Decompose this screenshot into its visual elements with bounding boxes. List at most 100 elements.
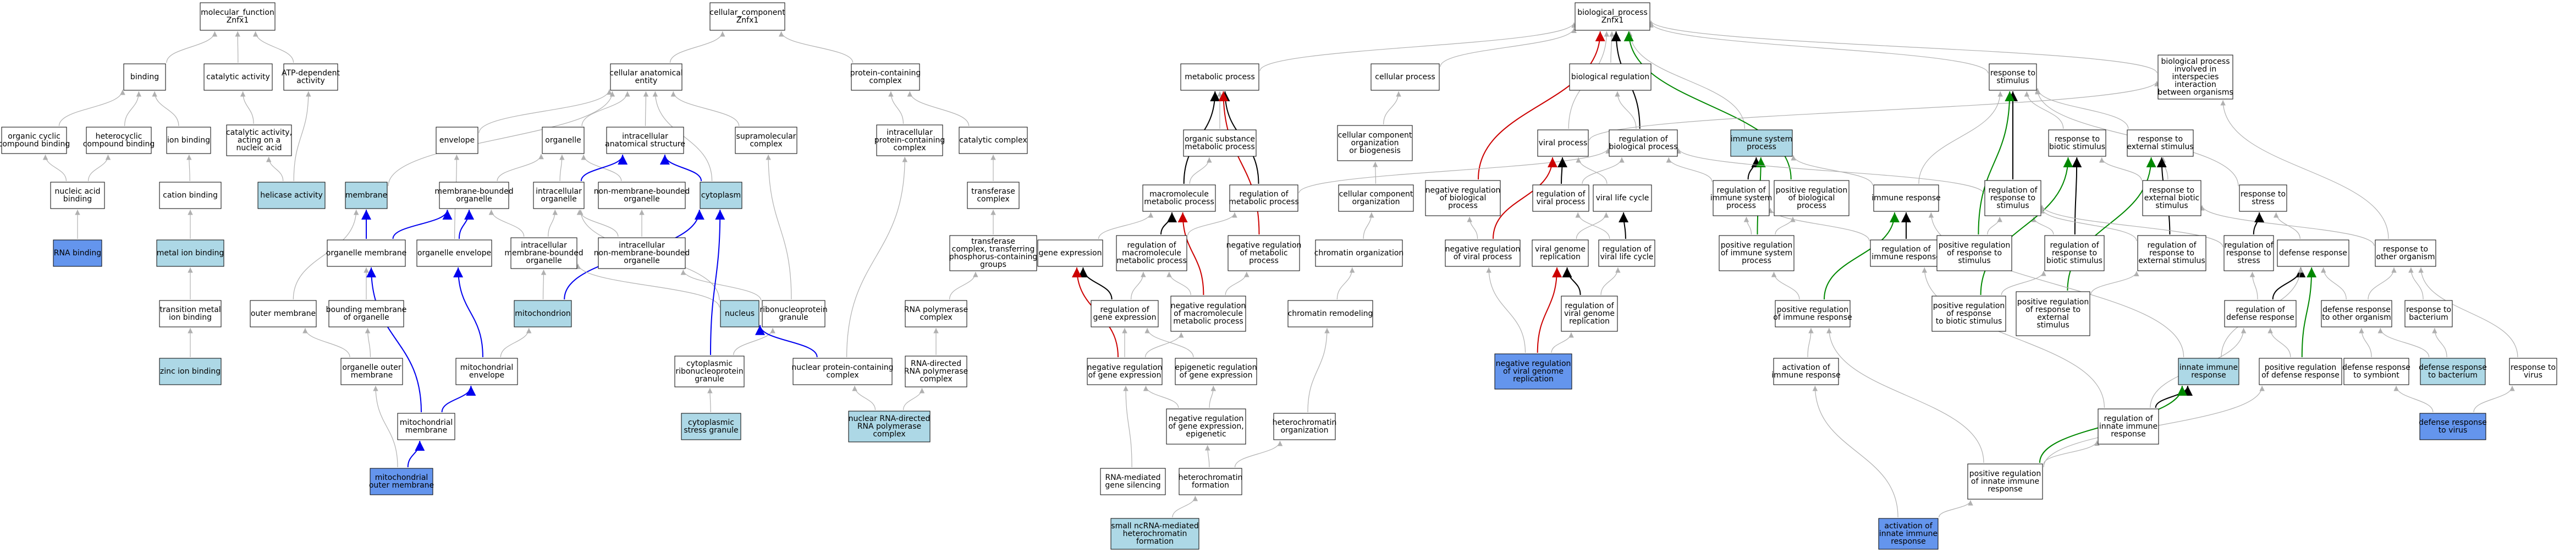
go-term-node-metab[interactable]: metabolic process xyxy=(1180,63,1259,91)
go-term-node-binding[interactable]: binding xyxy=(123,63,166,91)
go-term-node-cation_binding[interactable]: cation binding xyxy=(159,182,222,209)
go-term-node-zinc_binding[interactable]: zinc ion binding xyxy=(159,358,222,385)
go-term-node-geneexp[interactable]: gene expression xyxy=(1037,239,1103,267)
go-term-node-catalytic[interactable]: catalytic activity xyxy=(203,63,273,91)
go-term-node-rna_binding[interactable]: RNA binding xyxy=(53,239,102,267)
go-term-node-cytoplasm[interactable]: cytoplasm xyxy=(700,182,742,209)
go-term-node-vlc[interactable]: viral life cycle xyxy=(1593,184,1652,212)
go-term-node-catcomplex[interactable]: catalytic complex xyxy=(959,127,1028,154)
go-term-node-cellproc[interactable]: cellular process xyxy=(1370,63,1440,91)
go-term-node-chromrem[interactable]: chromatin remodeling xyxy=(1287,300,1373,327)
go-term-node-chromorg[interactable]: chromatin organization xyxy=(1314,239,1404,267)
go-term-node-viral[interactable]: viral process xyxy=(1537,129,1589,157)
go-term-node-membrane[interactable]: membrane xyxy=(345,182,388,209)
go-term-node-orgmem[interactable]: organelle membrane xyxy=(326,239,406,267)
go-term-node-bioreg[interactable]: biological regulation xyxy=(1569,63,1652,91)
go-term-node-helicase[interactable]: helicase activity xyxy=(257,182,326,209)
go-term-node-defresp[interactable]: defense response xyxy=(2277,239,2349,267)
go-term-node-orgenv[interactable]: organelle envelope xyxy=(416,239,492,267)
go-term-node-outer_mem[interactable]: outer membrane xyxy=(250,300,317,327)
go-term-node-mitochondrion[interactable]: mitochondrion xyxy=(514,300,572,327)
go-term-node-organelle[interactable]: organelle xyxy=(542,127,585,154)
go-term-node-sncrna[interactable]: small ncRNA-mediatedheterochromatinforma… xyxy=(1110,518,1199,550)
go-term-node-metal_ion[interactable]: metal ion binding xyxy=(156,239,224,267)
go-term-node-nucleus[interactable]: nucleus xyxy=(720,300,759,327)
go-term-node-immresp[interactable]: immune response xyxy=(1872,184,1941,212)
go-term-node-envelope[interactable]: envelope xyxy=(436,127,478,154)
